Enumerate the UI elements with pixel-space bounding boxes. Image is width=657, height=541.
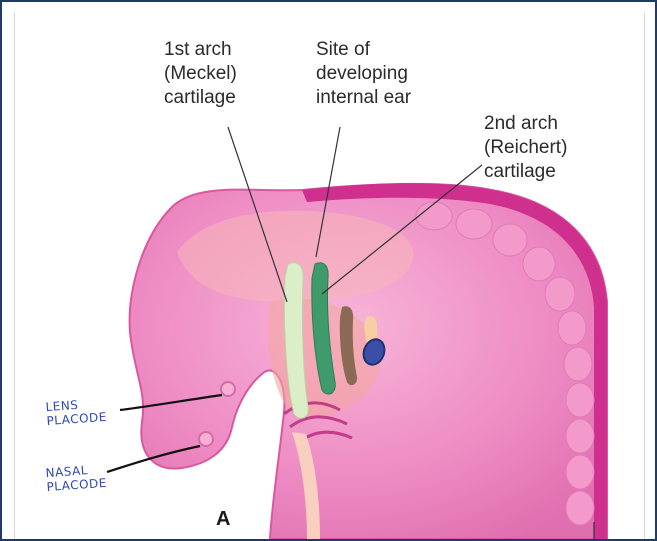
nasal-placode-pit	[199, 432, 213, 446]
panel-letter: A	[216, 508, 230, 531]
label-second-arch-cartilage: 2nd arch (Reichert) cartilage	[484, 112, 567, 184]
annotation-nasal-placode: NASAL PLACODE	[45, 462, 107, 494]
label-first-arch-cartilage: 1st arch (Meckel) cartilage	[164, 38, 237, 110]
lens-placode-pit	[221, 382, 235, 396]
annotation-lens-placode: LENS PLACODE	[45, 396, 107, 428]
label-internal-ear: Site of developing internal ear	[316, 38, 411, 110]
